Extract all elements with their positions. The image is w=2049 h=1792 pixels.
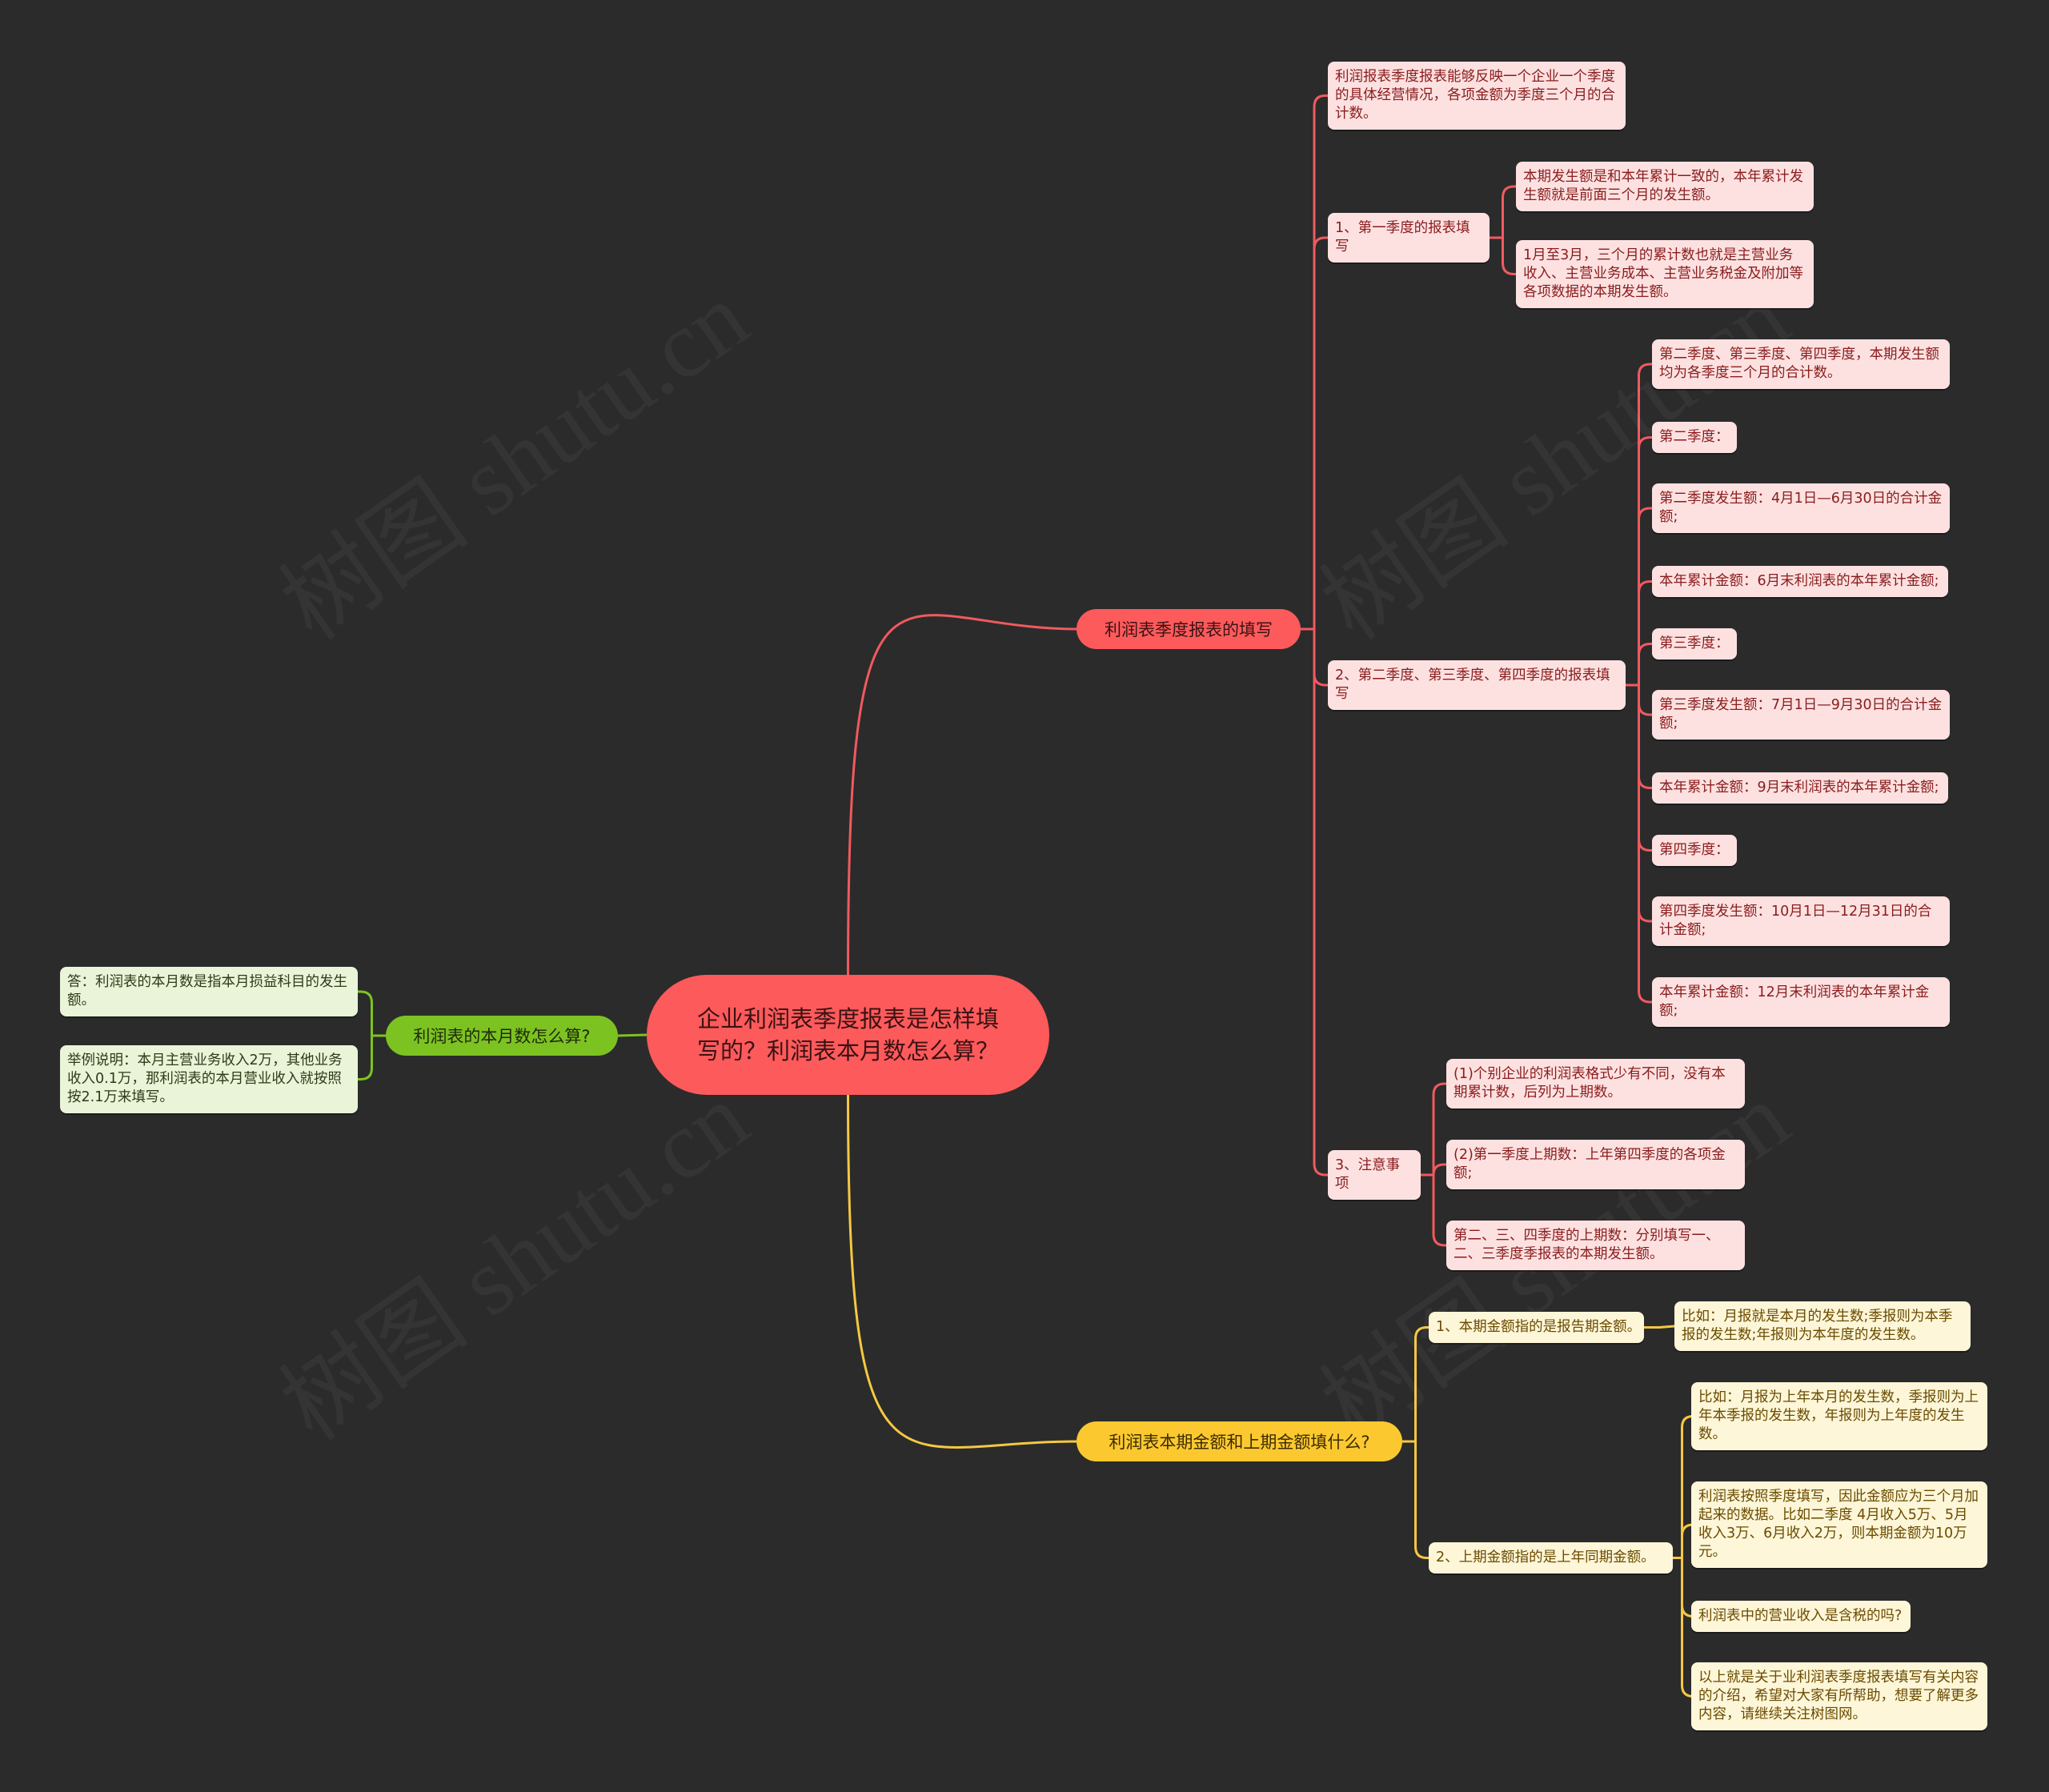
- node-current-amount[interactable]: 1、本期金额指的是报告期金额。: [1429, 1312, 1644, 1343]
- node-monthly-example[interactable]: 举例说明：本月主营业务收入2万，其他业务收入0.1万，那利润表的本月营业收入就按…: [60, 1045, 358, 1113]
- connector-line: [1673, 1557, 1694, 1698]
- node-q1[interactable]: 1、第一季度的报表填写: [1328, 213, 1490, 263]
- connector-line: [1490, 185, 1516, 239]
- connector-line: [1626, 507, 1652, 687]
- connector-line: [1626, 643, 1652, 687]
- connector-line: [358, 1034, 386, 1080]
- branch-quarterly-fill[interactable]: 利润表季度报表的填写: [1077, 609, 1301, 649]
- connector-line: [1421, 1163, 1446, 1177]
- node-q234-item[interactable]: 第四季度：: [1652, 835, 1737, 866]
- node-intro[interactable]: 利润报表季度报表能够反映一个企业一个季度的具体经营情况，各项金额为季度三个月的合…: [1328, 62, 1626, 130]
- node-note-item[interactable]: (2)第一季度上期数：上年第四季度的各项金额;: [1446, 1140, 1745, 1189]
- node-previous-item[interactable]: 利润表按照季度填写，因此金额应为三个月加起来的数据。比如二季度 4月收入5万、5…: [1691, 1481, 1987, 1568]
- connector-line: [1626, 684, 1652, 852]
- node-q234-item[interactable]: 第二季度发生额：4月1日—6月30日的合计金额;: [1652, 483, 1950, 533]
- connector-line: [1301, 627, 1328, 1177]
- connector-line: [358, 990, 386, 1037]
- connector-line: [1644, 1325, 1675, 1329]
- node-monthly-answer[interactable]: 答：利润表的本月数是指本月损益科目的发生额。: [60, 967, 358, 1016]
- connector-line: [1626, 684, 1652, 923]
- node-note-item[interactable]: (1)个别企业的利润表格式少有不同，没有本期累计数，后列为上期数。: [1446, 1059, 1745, 1108]
- node-previous-item[interactable]: 比如：月报为上年本月的发生数，季报则为上年本季报的发生数，年报则为上年度的发生数…: [1691, 1382, 1987, 1450]
- root-topic[interactable]: 企业利润表季度报表是怎样填写的？利润表本月数怎么算？: [647, 975, 1049, 1095]
- node-previous-amount[interactable]: 2、上期金额指的是上年同期金额。: [1429, 1542, 1673, 1574]
- connector-line: [617, 1033, 648, 1037]
- connector-line: [847, 614, 1077, 976]
- node-q234-item[interactable]: 本年累计金额：9月末利润表的本年累计金额;: [1652, 772, 1948, 804]
- node-q234[interactable]: 2、第二季度、第三季度、第四季度的报表填写: [1328, 660, 1626, 710]
- connector-line: [1421, 1173, 1446, 1247]
- node-q234-item[interactable]: 本年累计金额：12月末利润表的本年累计金额;: [1652, 977, 1950, 1027]
- node-note-item[interactable]: 第二、三、四季度的上期数：分别填写一、二、三季度季报表的本期发生额。: [1446, 1221, 1745, 1270]
- connector-line: [1626, 580, 1652, 687]
- connector-line: [1490, 236, 1516, 275]
- node-q234-item[interactable]: 第三季度：: [1652, 628, 1737, 659]
- watermark: 树图 shutu.cn: [249, 243, 770, 666]
- connector-line: [1421, 1082, 1446, 1177]
- connector-line: [1673, 1557, 1694, 1618]
- node-q1-item[interactable]: 1月至3月，三个月的累计数也就是主营业务收入、主营业务成本、主营业务税金及附加等…: [1516, 240, 1814, 308]
- node-q234-item[interactable]: 第二季度：: [1652, 422, 1737, 453]
- node-q234-item[interactable]: 第三季度发生额：7月1日—9月30日的合计金额;: [1652, 690, 1950, 740]
- node-previous-item[interactable]: 利润表中的营业收入是含税的吗?: [1691, 1601, 1911, 1632]
- connector-line: [1626, 684, 1652, 789]
- branch-amounts[interactable]: 利润表本期金额和上期金额填什么?: [1077, 1421, 1402, 1461]
- connector-line: [1626, 684, 1652, 716]
- node-q234-item[interactable]: 本年累计金额：6月末利润表的本年累计金额;: [1652, 566, 1948, 597]
- node-q1-item[interactable]: 本期发生额是和本年累计一致的，本年累计发生额就是前面三个月的发生额。: [1516, 162, 1814, 211]
- connector-line: [1673, 1523, 1694, 1559]
- node-q234-item[interactable]: 第二季度、第三季度、第四季度，本期发生额均为各季度三个月的合计数。: [1652, 339, 1950, 389]
- connector-line: [1301, 627, 1328, 687]
- node-previous-item[interactable]: 以上就是关于业利润表季度报表填写有关内容的介绍，希望对大家有所帮助，想要了解更多…: [1691, 1662, 1987, 1730]
- node-q234-item[interactable]: 第四季度发生额：10月1日—12月31日的合计金额;: [1652, 896, 1950, 946]
- connector-line: [1402, 1440, 1429, 1559]
- connector-line: [1673, 1415, 1694, 1559]
- node-current-item[interactable]: 比如：月报就是本月的发生数;季报则为本季报的发生数;年报则为本年度的发生数。: [1674, 1301, 1971, 1351]
- connector-line: [847, 1094, 1077, 1449]
- branch-monthly[interactable]: 利润表的本月数怎么算?: [386, 1016, 618, 1056]
- connector-line: [1626, 684, 1652, 1004]
- node-notes[interactable]: 3、注意事项: [1328, 1150, 1421, 1200]
